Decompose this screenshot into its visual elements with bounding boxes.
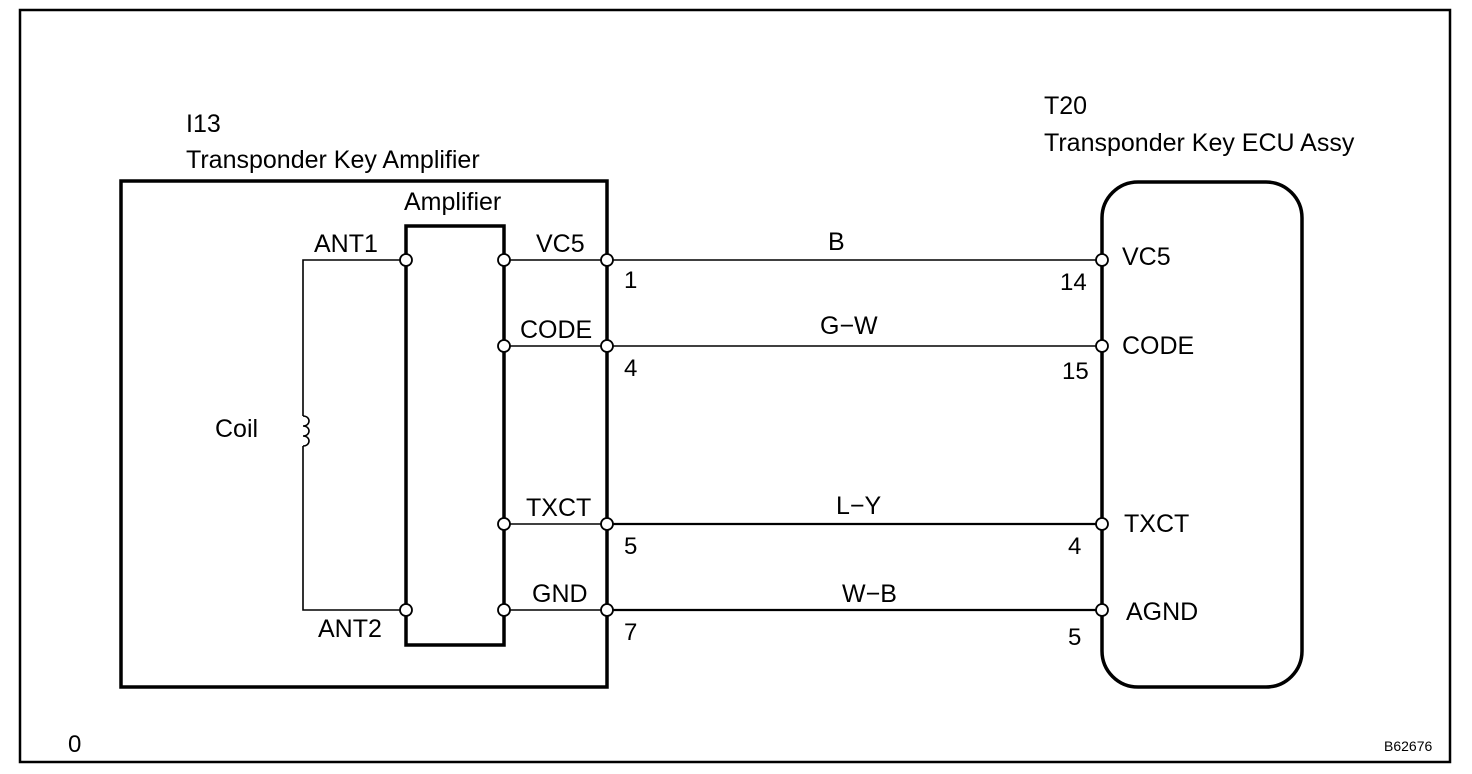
amplifier-block	[404, 224, 506, 647]
coil-label: Coil	[215, 415, 258, 443]
amp-txct-inner-node	[497, 517, 511, 531]
ecu-agnd-signal: AGND	[1126, 598, 1198, 626]
amplifier-unit-name: Transponder Key Amplifier	[186, 146, 480, 174]
amp-vc5-signal: VC5	[536, 230, 585, 258]
ecu-txct-pin: 4	[1068, 533, 1081, 560]
amp-gnd-inner-node	[497, 603, 511, 617]
ant2-node	[399, 603, 413, 617]
amp-txct-pin: 5	[624, 533, 637, 560]
ecu-agnd-node	[1095, 603, 1109, 617]
wire-gnd-color: W−B	[842, 580, 897, 608]
figure-id: B62676	[1384, 738, 1432, 754]
ecu-agnd-pin: 5	[1068, 624, 1081, 651]
footer-left-mark: 0	[68, 731, 81, 758]
amp-gnd-node	[600, 603, 614, 617]
amp-gnd-pin: 7	[624, 619, 637, 646]
diagram-frame	[18, 8, 1452, 764]
amp-code-signal: CODE	[520, 316, 592, 344]
ecu-vc5-signal: VC5	[1122, 243, 1171, 271]
amplifier-unit-box	[119, 179, 609, 689]
amp-code-inner-node	[497, 339, 511, 353]
ecu-code-node	[1095, 339, 1109, 353]
amp-txct-node	[600, 517, 614, 531]
ecu-txct-signal: TXCT	[1124, 510, 1189, 538]
wire-code-color: G−W	[820, 312, 878, 340]
ecu-txct-node	[1095, 517, 1109, 531]
ecu-code-signal: CODE	[1122, 332, 1194, 360]
ecu-unit-name: Transponder Key ECU Assy	[1044, 129, 1355, 157]
ecu-unit-code: T20	[1044, 92, 1087, 120]
amp-code-node	[600, 339, 614, 353]
ant2-label: ANT2	[318, 615, 382, 643]
ecu-vc5-pin: 14	[1060, 269, 1087, 296]
amp-gnd-signal: GND	[532, 580, 588, 608]
coil-loop-wire	[302, 259, 406, 611]
wire-vc5-color: B	[828, 228, 845, 256]
amp-vc5-pin: 1	[624, 267, 637, 294]
ecu-code-pin: 15	[1062, 358, 1089, 385]
ecu-unit-box	[1100, 180, 1304, 689]
amplifier-unit-code: I13	[186, 110, 221, 138]
amp-vc5-inner-node	[497, 253, 511, 267]
wire-txct-color: L−Y	[836, 492, 882, 520]
ecu-vc5-node	[1095, 253, 1109, 267]
coil-icon	[302, 415, 310, 447]
amp-txct-signal: TXCT	[526, 494, 591, 522]
ant1-label: ANT1	[314, 230, 378, 258]
amplifier-block-label: Amplifier	[404, 188, 501, 216]
amp-code-pin: 4	[624, 355, 637, 382]
ant1-node	[399, 253, 413, 267]
amp-vc5-node	[600, 253, 614, 267]
